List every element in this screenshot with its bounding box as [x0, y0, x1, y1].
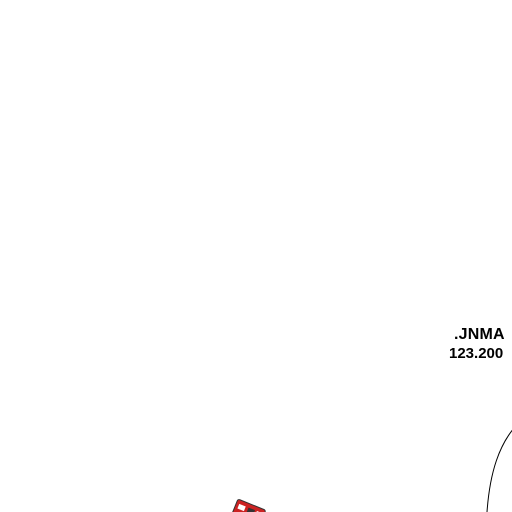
station-frequency-label: 123.200	[449, 345, 504, 362]
station-name-label[interactable]: .JNMA	[454, 326, 505, 343]
